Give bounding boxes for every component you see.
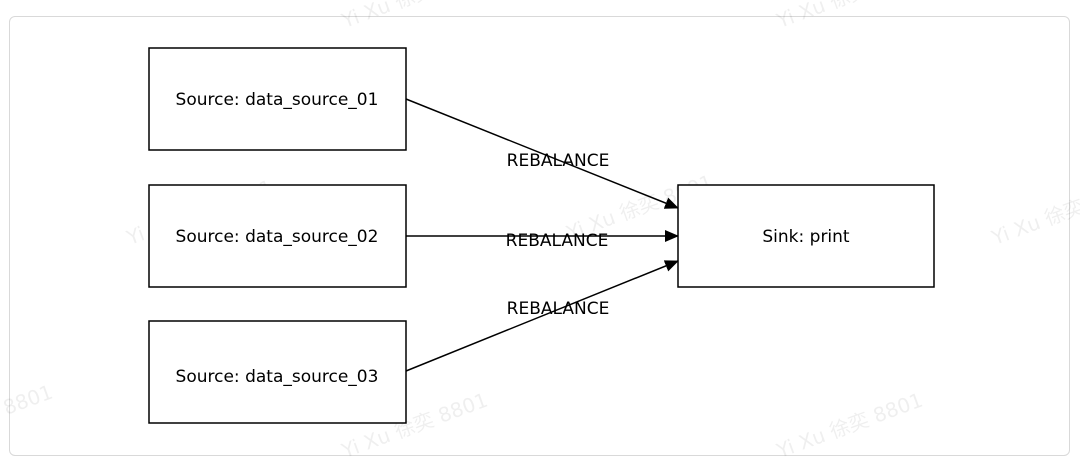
edge-source-03-to-sink: REBALANCE [405, 260, 679, 372]
watermark-text: Yi Xu 徐奕 8801 [338, 0, 491, 33]
node-source-02: Source: data_source_02 [148, 184, 407, 288]
watermark-text: Yi Xu 徐奕 8801 [773, 388, 926, 463]
edge-label: REBALANCE [506, 231, 609, 251]
edge-source-02-to-sink: REBALANCE [406, 230, 679, 251]
node-source-03: Source: data_source_03 [148, 320, 407, 424]
node-box [148, 184, 407, 288]
watermark-text: Yi Xu 徐奕 8801 [0, 380, 56, 455]
node-sink: Sink: print [677, 184, 935, 288]
watermark-text: Yi Xu 徐奕 8801 [988, 175, 1080, 250]
node-label: Sink: print [762, 227, 850, 247]
edge-source-01-to-sink: REBALANCE [405, 98, 679, 209]
watermark-text: Yi Xu 徐奕 8801 [773, 0, 926, 33]
node-label: Source: data_source_02 [176, 227, 379, 247]
edge-line [405, 98, 679, 209]
node-box [148, 47, 407, 151]
edge-label: REBALANCE [507, 299, 610, 319]
node-source-01: Source: data_source_01 [148, 47, 407, 151]
node-box [148, 320, 407, 424]
node-label: Source: data_source_01 [176, 90, 379, 110]
node-box [677, 184, 935, 288]
edge-line [405, 260, 679, 372]
edge-label: REBALANCE [507, 151, 610, 171]
node-label: Source: data_source_03 [176, 367, 379, 387]
